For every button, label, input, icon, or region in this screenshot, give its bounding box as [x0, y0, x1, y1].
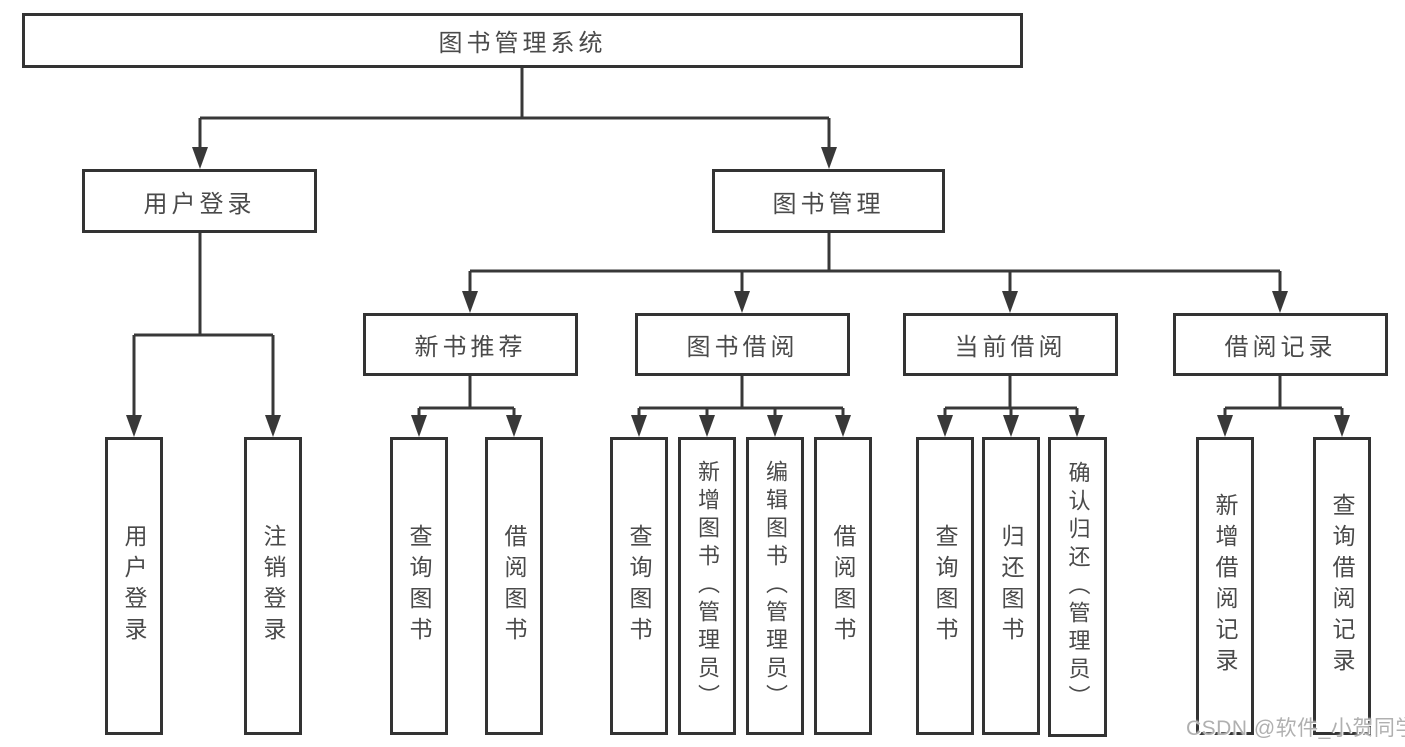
arrowhead-icon: [631, 415, 647, 437]
node-leaf-add-borrow-record: 新增借阅记录: [1196, 437, 1254, 735]
node-book-borrowing: 图书借阅: [635, 313, 850, 376]
node-leaf-logout: 注销登录: [244, 437, 302, 735]
node-label: 编辑图书（管理员）: [763, 460, 788, 712]
arrowhead-icon: [1069, 415, 1085, 437]
node-label: 用户登录: [143, 190, 256, 218]
connector-book-mgmt-children: [468, 233, 1282, 292]
node-label: 用户登录: [121, 524, 147, 648]
connector-current-borrow-children: [943, 376, 1079, 416]
arrowhead-icon: [411, 415, 427, 437]
node-label: 图书管理: [772, 190, 885, 218]
node-label: 借阅图书: [501, 524, 527, 648]
node-leaf-confirm-return-admin: 确认归还（管理员）: [1048, 437, 1107, 737]
node-label: 新增借阅记录: [1212, 493, 1238, 679]
arrowhead-icon: [734, 291, 750, 313]
node-leaf-borrow-books-2: 借阅图书: [814, 437, 872, 735]
node-label: 图书借阅: [686, 334, 799, 361]
arrowhead-icon: [1002, 291, 1018, 313]
node-leaf-add-books-admin: 新增图书（管理员）: [678, 437, 736, 735]
arrowhead-icon: [462, 291, 478, 313]
node-label: 注销登录: [260, 524, 286, 648]
connector-lines: [132, 68, 1344, 416]
node-label: 当前借阅: [954, 334, 1067, 361]
node-label: 归还图书: [998, 524, 1024, 648]
node-label: 借阅图书: [830, 524, 856, 648]
arrowhead-icon: [699, 415, 715, 437]
arrowhead-icon: [937, 415, 953, 437]
node-new-book-recommend: 新书推荐: [363, 313, 578, 376]
node-library-system: 图书管理系统: [22, 13, 1023, 68]
connector-book-borrow-children: [637, 376, 845, 416]
node-label: 图书管理系统: [438, 30, 607, 57]
node-leaf-query-books-2: 查询图书: [610, 437, 668, 735]
arrowhead-icon: [265, 415, 281, 437]
connector-root-to-level2: [198, 68, 831, 148]
connector-user-login-children: [132, 233, 275, 416]
csdn-watermark: CSDN @软件_小贺同学: [1186, 717, 1405, 740]
node-book-management: 图书管理: [712, 169, 945, 233]
arrowhead-icon: [1272, 291, 1288, 313]
arrowhead-icon: [1217, 415, 1233, 437]
node-leaf-borrow-books-1: 借阅图书: [485, 437, 543, 735]
node-label: 确认归还（管理员）: [1065, 461, 1091, 713]
arrowhead-icon: [126, 415, 142, 437]
arrowhead-icon: [506, 415, 522, 437]
node-leaf-query-books-1: 查询图书: [390, 437, 448, 735]
node-leaf-return-books: 归还图书: [982, 437, 1040, 735]
node-label: 查询图书: [932, 524, 958, 648]
arrowhead-icon: [821, 147, 837, 169]
node-label: 查询图书: [626, 524, 652, 648]
node-user-login: 用户登录: [82, 169, 317, 233]
node-label: 新增图书（管理员）: [695, 460, 720, 712]
arrowhead-icon: [1334, 415, 1350, 437]
node-borrowing-records: 借阅记录: [1173, 313, 1388, 376]
node-label: 查询图书: [406, 524, 432, 648]
node-label: 借阅记录: [1224, 334, 1337, 361]
connector-new-books-children: [417, 376, 516, 416]
node-leaf-user-login: 用户登录: [105, 437, 163, 735]
node-leaf-query-books-3: 查询图书: [916, 437, 974, 735]
node-current-borrowing: 当前借阅: [903, 313, 1118, 376]
connector-borrow-records-children: [1223, 376, 1344, 416]
node-leaf-edit-books-admin: 编辑图书（管理员）: [746, 437, 804, 735]
node-label: 查询借阅记录: [1329, 493, 1355, 679]
node-leaf-query-borrow-record: 查询借阅记录: [1313, 437, 1371, 735]
node-label: 新书推荐: [414, 334, 527, 361]
arrowheads: [126, 147, 1350, 437]
arrowhead-icon: [767, 415, 783, 437]
arrowhead-icon: [192, 147, 208, 169]
arrowhead-icon: [835, 415, 851, 437]
arrowhead-icon: [1003, 415, 1019, 437]
